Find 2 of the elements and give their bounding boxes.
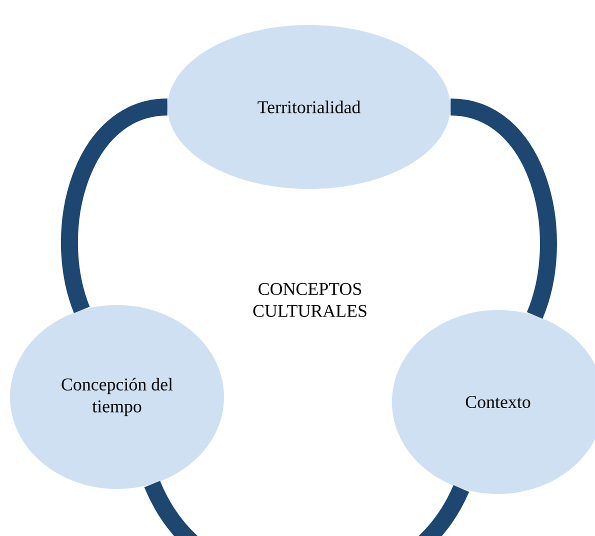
center-title: CONCEPTOS CULTURALES <box>253 283 366 317</box>
ring-arc <box>144 480 469 536</box>
